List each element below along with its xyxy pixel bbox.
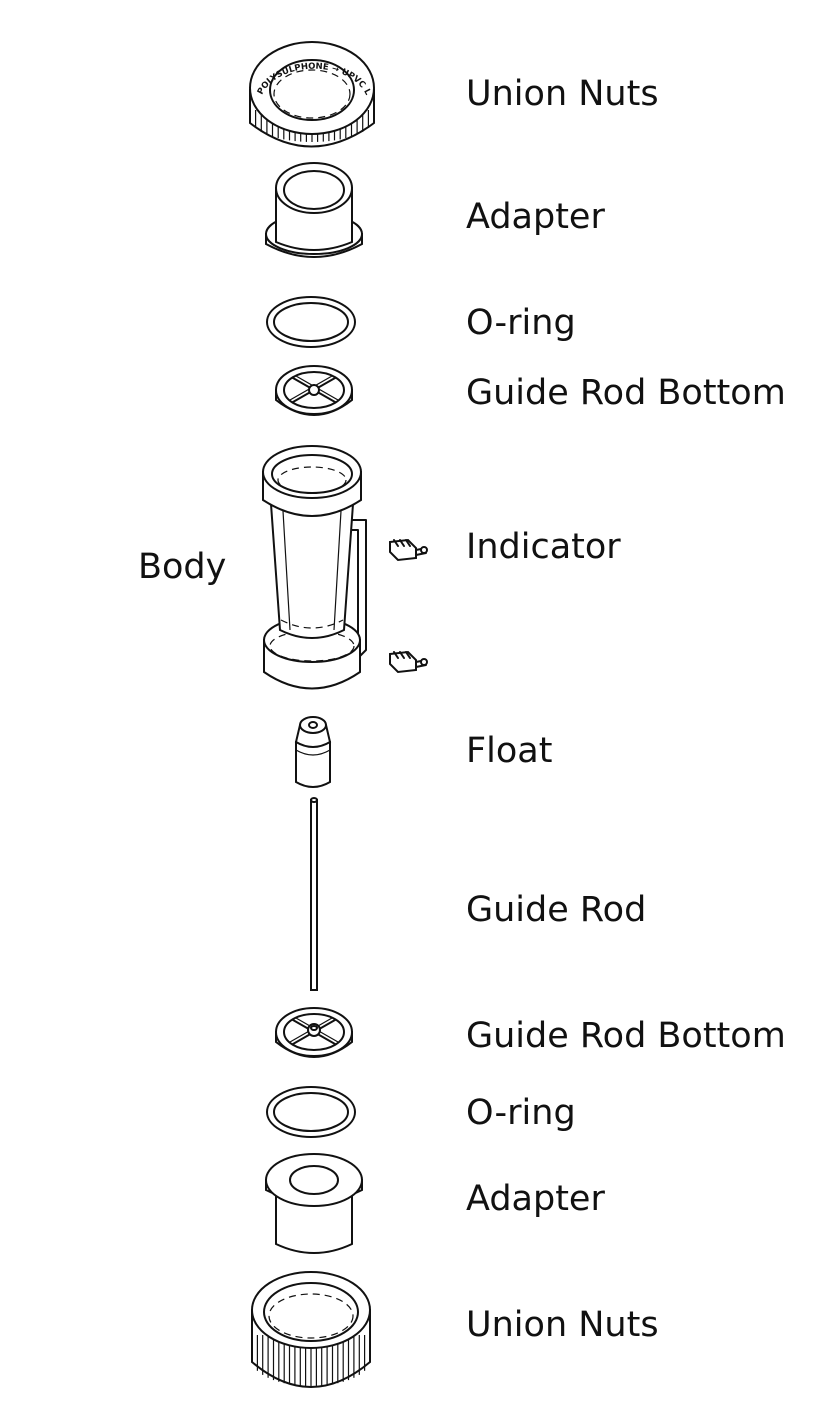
label-union-nuts-top: Union Nuts — [466, 74, 659, 114]
label-guide-rod-bottom-top: Guide Rod Bottom — [466, 373, 786, 413]
adapter-lower-part — [265, 1153, 363, 1254]
label-adapter-lower: Adapter — [466, 1179, 605, 1219]
label-guide-rod: Guide Rod — [466, 890, 646, 930]
float-part — [294, 716, 332, 788]
label-indicator: Indicator — [466, 527, 621, 567]
label-o-ring-lower: O-ring — [466, 1093, 576, 1133]
body-part — [262, 445, 367, 690]
indicator-lower-part — [389, 650, 428, 674]
label-body: Body — [138, 547, 226, 587]
union-nut-lower-part — [251, 1271, 371, 1388]
guide-rod-bottom-top-part — [275, 365, 353, 416]
guide-rod-part — [310, 797, 318, 991]
label-guide-rod-bottom-lower: Guide Rod Bottom — [466, 1016, 786, 1056]
o-ring-top-part — [266, 296, 356, 348]
adapter-top-part — [265, 162, 363, 258]
union-nut-top-part: POLYSULPHONE → UPVC LOWMIC·KINGSEMT — [0, 0, 375, 148]
label-adapter-top: Adapter — [466, 197, 605, 237]
label-float: Float — [466, 731, 552, 771]
indicator-upper-part — [389, 538, 428, 562]
label-o-ring-top: O-ring — [466, 303, 576, 343]
guide-rod-bottom-lower-part — [275, 1007, 353, 1058]
label-union-nuts-lower: Union Nuts — [466, 1305, 659, 1345]
o-ring-lower-part — [266, 1086, 356, 1138]
